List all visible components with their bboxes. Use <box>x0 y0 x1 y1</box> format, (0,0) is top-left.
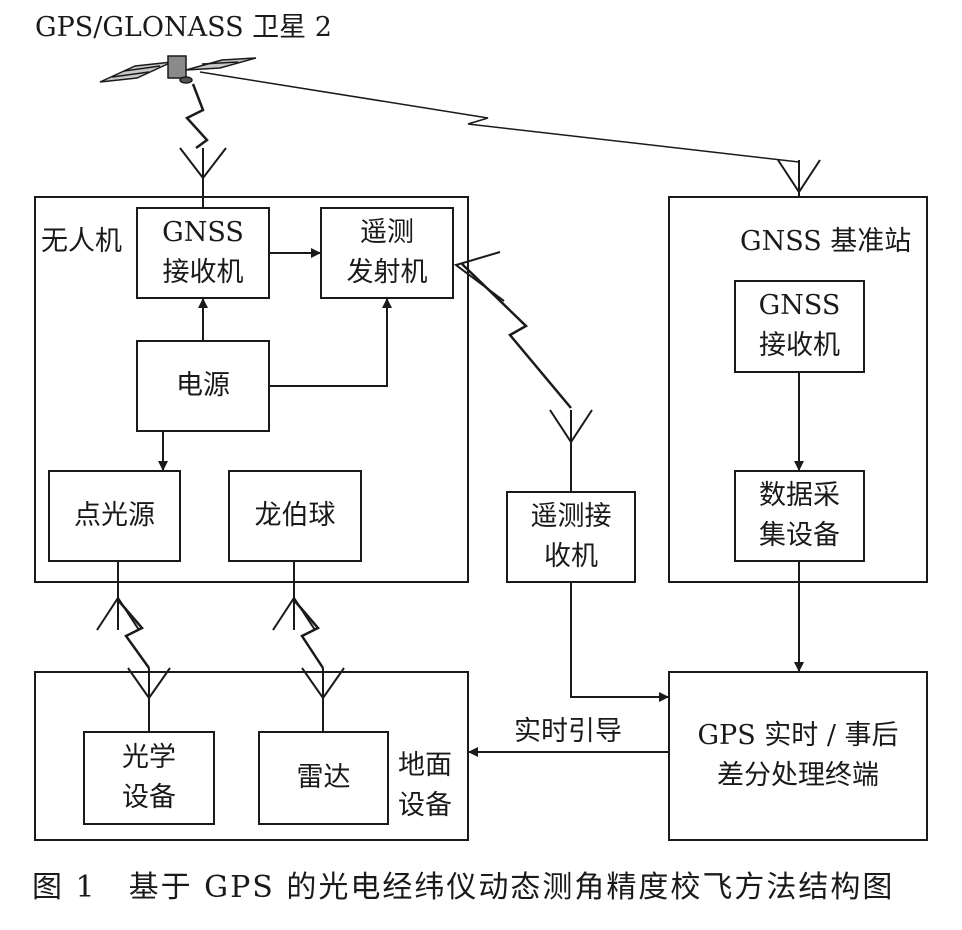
terminal-line2: 差分处理终端 <box>717 760 879 791</box>
figure-caption: 图 1 基于 GPS 的光电经纬仪动态测角精度校飞方法结构图 <box>32 870 895 905</box>
radio-link-point-light-optical <box>117 599 151 669</box>
uav-gnss-line1: GNSS <box>162 217 244 248</box>
point-light-label: 点光源 <box>74 500 155 531</box>
luneburg-label: 龙伯球 <box>254 500 336 531</box>
power-label: 电源 <box>176 370 230 401</box>
arrow-telemetry-rx-to-terminal <box>570 582 669 702</box>
uav-gnss-line2: 接收机 <box>162 257 244 288</box>
telemetry-tx-label: 遥测 发射机 <box>321 213 453 293</box>
terminal-label: GPS 实时 / 事后 差分处理终端 <box>669 716 927 796</box>
radio-link-satellite-uav <box>184 83 209 150</box>
optical-line2: 设备 <box>122 782 176 813</box>
ground-title-line2: 设备 <box>398 790 452 821</box>
data-acq-line2: 集设备 <box>759 520 840 551</box>
radio-link-satellite-base <box>199 71 800 163</box>
base-station-antenna <box>777 159 821 197</box>
optical-antenna <box>127 667 171 732</box>
terminal-line1: GPS 实时 / 事后 <box>697 720 899 751</box>
base-gnss-line1: GNSS <box>758 290 841 321</box>
radar-antenna <box>301 667 345 732</box>
telemetry-rx-line1: 遥测接 <box>530 501 612 532</box>
uav-box <box>34 196 469 583</box>
telemetry-tx-line1: 遥测 <box>360 217 414 248</box>
optical-label: 光学 设备 <box>84 738 214 818</box>
radar-label: 雷达 <box>296 762 351 793</box>
satellite-icon <box>99 55 257 84</box>
telemetry-tx-antenna <box>453 251 505 302</box>
radio-link-luneburg-radar <box>293 599 325 669</box>
radio-link-tx-rx <box>461 263 572 409</box>
optical-line1: 光学 <box>122 742 176 773</box>
telemetry-rx-antenna <box>549 409 593 492</box>
uav-title: 无人机 <box>41 226 122 257</box>
base-gnss-line2: 接收机 <box>759 330 840 361</box>
satellite-label: GPS/GLONASS 卫星 2 <box>35 12 332 43</box>
telemetry-tx-line2: 发射机 <box>346 257 428 288</box>
data-acq-label: 数据采 集设备 <box>735 476 864 556</box>
guidance-label: 实时引导 <box>514 716 622 747</box>
arrow-power-to-tx <box>269 298 392 387</box>
telemetry-rx-label: 遥测接 收机 <box>507 497 635 577</box>
ground-title: 地面 设备 <box>398 746 452 826</box>
satellite-down-antenna <box>179 147 227 208</box>
uav-gnss-receiver-label: GNSS 接收机 <box>137 213 269 293</box>
luneburg-antenna <box>272 561 316 631</box>
ground-title-line1: 地面 <box>398 750 452 781</box>
point-light-box <box>48 470 181 562</box>
point-light-antenna <box>96 561 140 631</box>
telemetry-rx-line2: 收机 <box>544 541 598 572</box>
base-station-title: GNSS 基准站 <box>740 226 912 257</box>
base-gnss-receiver-label: GNSS 接收机 <box>735 286 864 366</box>
data-acq-line1: 数据采 <box>759 480 840 511</box>
